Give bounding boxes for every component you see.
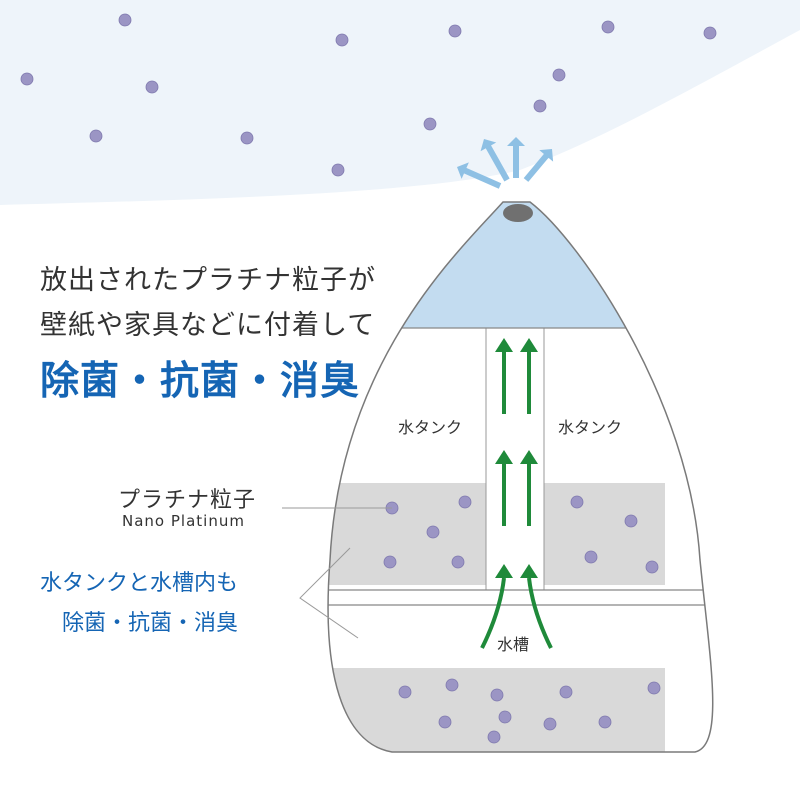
particle-dot [543,717,557,731]
water-tank-label-right: 水タンク [558,418,623,437]
particle-dot [20,72,34,86]
arrow-up-icon [495,564,513,578]
particle-dot [335,33,349,47]
particle-dot [647,681,661,695]
headline-emphasis: 除菌・抗菌・消臭 [40,359,361,404]
particle-dot [570,495,584,509]
particle-dot [438,715,452,729]
particle-dot [423,117,437,131]
particle-dot [490,688,504,702]
headline-line-1: 放出されたプラチナ粒子が [40,265,376,296]
callout-line-1: 水タンクと水槽内も [40,571,239,596]
humidifier-outline [327,201,714,753]
particle-dot [601,20,615,34]
particle-dot [458,495,472,509]
platinum-particle-label: プラチナ粒子 [118,488,257,513]
flow-arrow [527,577,553,649]
particle-dot [624,514,638,528]
arrow-up-icon [507,137,525,146]
arrow-up-icon [520,450,538,464]
particle-dot [331,163,345,177]
particle-dot [240,131,254,145]
arrow-up-icon [480,139,497,152]
callout-line-2: 除菌・抗菌・消臭 [62,611,239,636]
mist-arrow [462,167,502,189]
center-column [485,327,545,591]
particle-dot [598,715,612,729]
callout-bracket [299,547,359,639]
particle-dot [383,555,397,569]
particle-dot [703,26,717,40]
nano-platinum-label: Nano Platinum [122,512,245,530]
sky-background [0,0,800,205]
particle-dot [559,685,573,699]
mist-arrow [484,143,510,182]
particle-dot [533,99,547,113]
arrow-up-icon [495,338,513,352]
arrow-up-icon [520,564,538,578]
particle-dot [426,525,440,539]
particle-dot [552,68,566,82]
reservoir-label: 水槽 [497,635,530,654]
particle-dot [487,730,501,744]
particle-dot [584,550,598,564]
headline-line-2: 壁紙や家具などに付着して [40,310,376,341]
tank-water [328,483,665,585]
particle-dot [498,710,512,724]
arrow-up-icon [495,450,513,464]
flow-arrow [480,577,506,649]
arrow-up-icon [520,338,538,352]
reservoir-water [328,668,665,752]
particle-dot [398,685,412,699]
particle-dot [645,560,659,574]
particle-dot [448,24,462,38]
particle-dot [445,678,459,692]
arrow-up-icon [457,162,469,179]
particle-dot [145,80,159,94]
mist-nozzle [503,204,533,222]
particle-dot [118,13,132,27]
mist-arrow [523,152,550,182]
water-tank-label-left: 水タンク [398,418,463,437]
arrow-up-icon [539,149,554,162]
particle-dot [451,555,465,569]
particle-dot [89,129,103,143]
